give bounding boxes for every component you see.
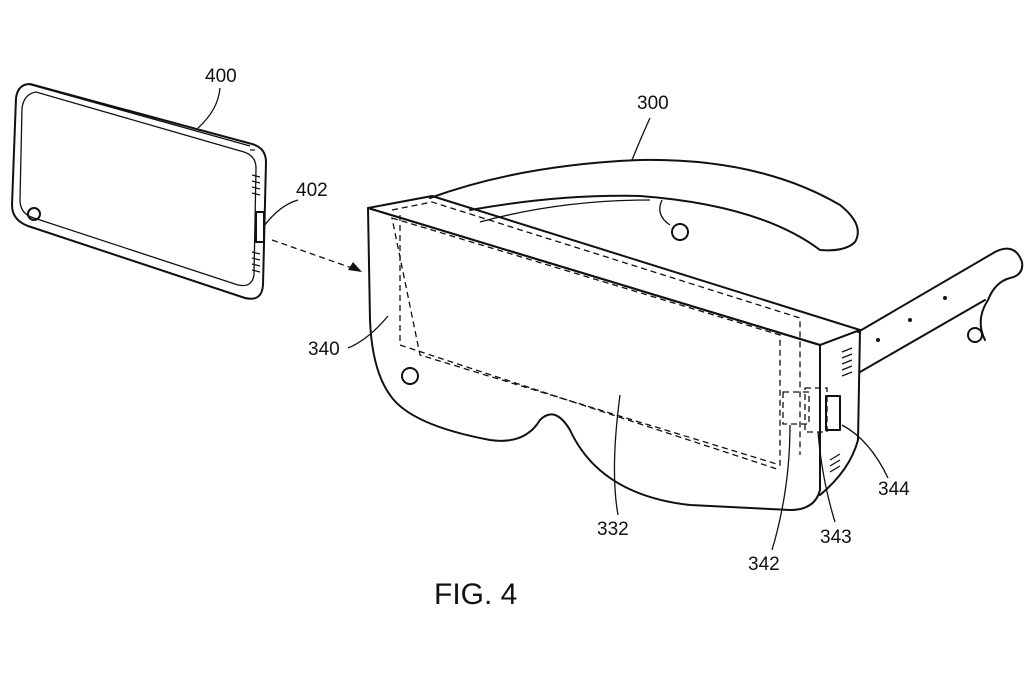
connector-344: [825, 395, 841, 431]
portable-device-400: [11, 83, 267, 300]
label-332: 332: [597, 519, 629, 540]
button-icon: [401, 367, 419, 385]
insertion-arrow: [271, 239, 353, 269]
display-area-332: [391, 217, 781, 466]
label-344: 344: [878, 479, 910, 500]
connector-343: [804, 387, 828, 433]
device-port: [255, 211, 265, 243]
speaker-grille-icon: [251, 174, 261, 273]
arrow-head-icon: [348, 262, 362, 272]
leader-line-300: [631, 117, 651, 161]
label-342: 342: [748, 554, 780, 575]
label-343: 343: [820, 527, 852, 548]
earbud-icon: [671, 223, 689, 241]
label-340: 340: [308, 339, 340, 360]
leader-line-342: [771, 424, 791, 551]
label-400: 400: [205, 66, 237, 87]
headset-300: [367, 158, 1024, 511]
connector-342: [782, 391, 810, 425]
label-402: 402: [296, 180, 328, 201]
vent-grille-icon: [829, 347, 853, 473]
label-300: 300: [637, 93, 669, 114]
leader-line-400: [197, 87, 221, 129]
leader-line-402: [263, 199, 299, 227]
leader-line-332: [613, 394, 621, 516]
figure-caption: FIG. 4: [434, 578, 518, 611]
leader-line-343: [817, 431, 836, 523]
home-button-icon: [27, 207, 41, 221]
leader-line-344: [841, 424, 889, 479]
leader-line-340: [347, 315, 389, 349]
housing-340: [367, 207, 821, 511]
